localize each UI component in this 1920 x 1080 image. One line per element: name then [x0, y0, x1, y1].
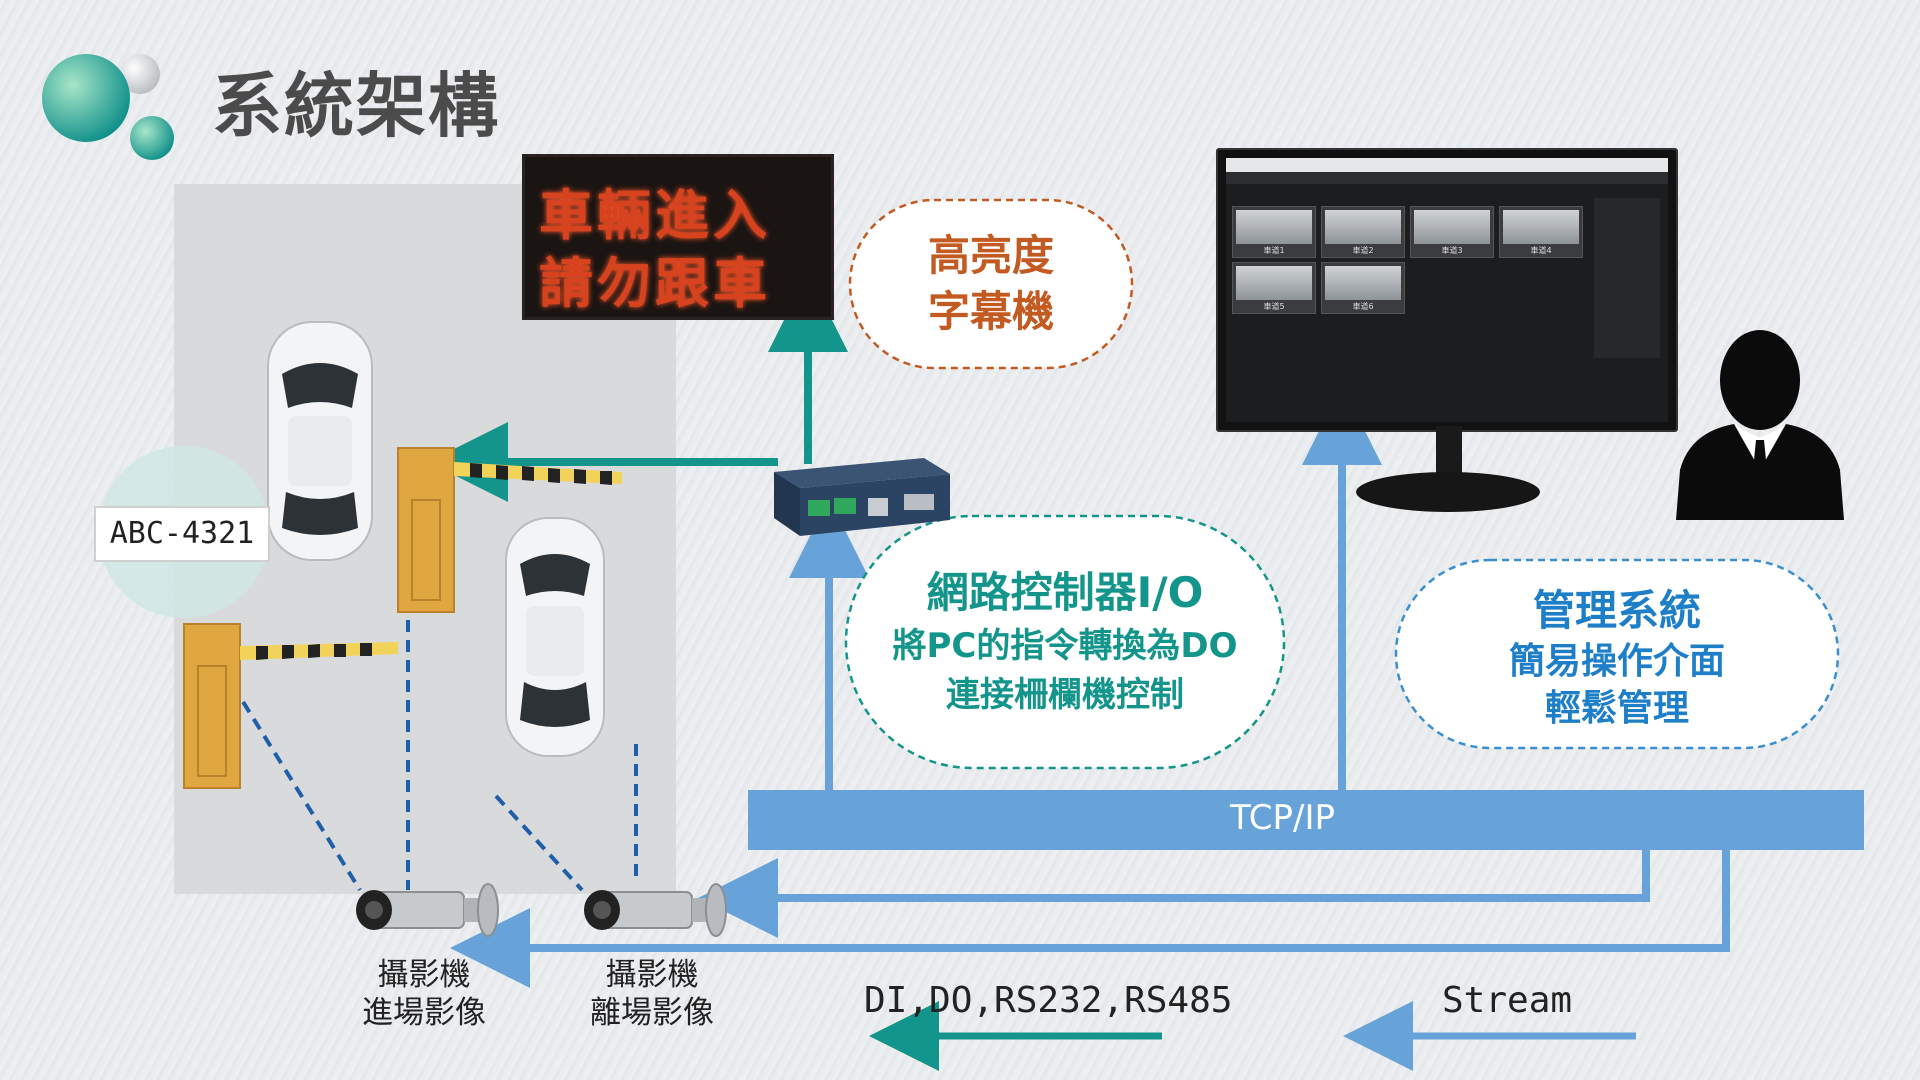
logo-dots [42, 54, 174, 160]
monitor-thumbnail-image [1414, 210, 1490, 244]
monitor-thumbnail-label: 車道4 [1530, 246, 1552, 255]
controller-bubble-line-2: 將PC的指令轉換為DO [892, 626, 1238, 666]
monitor-thumbnail-label: 車道1 [1263, 246, 1285, 255]
led-display-board: 車輛進入 請勿跟車 [522, 154, 834, 320]
monitor-screen [1226, 158, 1668, 422]
car-entering [267, 321, 373, 561]
display-bubble-line-1: 高亮度 [927, 231, 1054, 280]
monitor-app-bar [1226, 172, 1668, 184]
led-text-line-2: 請勿跟車 [539, 252, 771, 315]
monitor-thumbnail-image [1503, 210, 1579, 244]
exit-camera-label: 攝影機 離場影像 [562, 956, 742, 1032]
exit-camera-view-1 [494, 794, 584, 892]
management-bubble-line-1: 管理系統 [1532, 586, 1701, 635]
monitor-thumbnail-label: 車道5 [1263, 302, 1285, 311]
exit-camera-label-line-2: 離場影像 [590, 995, 714, 1031]
barrier-gate-lower [183, 623, 398, 789]
monitor-thumbnail-image [1236, 210, 1312, 244]
monitor-thumbnail[interactable]: 車道5 [1232, 262, 1316, 314]
entry-camera-label-line-2: 進場影像 [362, 995, 486, 1031]
monitor-thumbnail[interactable]: 車道2 [1321, 206, 1405, 258]
controller-bubble-text: 網路控制器I/O 將PC的指令轉換為DO 連接柵欄機控制 [842, 566, 1288, 718]
tcp-ip-label: TCP/IP [1230, 798, 1336, 838]
management-bubble-line-2: 簡易操作介面 [1508, 641, 1725, 682]
display-bubble-text: 高亮度 字幕機 [846, 228, 1136, 340]
monitor-side-panel [1594, 198, 1660, 358]
display-bubble-line-2: 字幕機 [927, 287, 1054, 336]
monitor-thumbnail-label: 車道6 [1352, 302, 1374, 311]
monitor-thumbnail-image [1325, 210, 1401, 244]
stream-to-exit-camera-line [698, 850, 1650, 938]
legend-io-label: DI,DO,RS232,RS485 [864, 980, 1233, 1021]
legend-stream-label: Stream [1442, 980, 1573, 1021]
controller-bubble [844, 514, 1286, 770]
network-io-controller [774, 458, 950, 536]
monitor-thumbnail-label: 車道3 [1441, 246, 1463, 255]
page-title: 系統架構 [212, 65, 500, 147]
controller-bubble-line-3: 連接柵欄機控制 [946, 675, 1184, 715]
car-exiting [505, 517, 605, 757]
entry-camera-label-line-1: 攝影機 [377, 957, 471, 993]
monitor-thumbnail[interactable]: 車道4 [1499, 206, 1583, 258]
barrier-gate-upper [397, 447, 622, 613]
exit-camera [584, 883, 727, 937]
operator-person-icon [1676, 330, 1844, 520]
monitor-thumbnail-image [1325, 266, 1401, 300]
monitor-stand [1356, 426, 1540, 512]
tcp-ip-bus [748, 790, 1864, 850]
management-bubble-text: 管理系統 簡易操作介面 輕鬆管理 [1392, 584, 1842, 732]
monitor-browser-bar [1226, 158, 1668, 172]
stream-to-entry-camera-line [450, 850, 1730, 988]
display-bubble [848, 198, 1134, 370]
monitor-thumbnail[interactable]: 車道6 [1321, 262, 1405, 314]
monitor-thumbnail-image [1236, 266, 1312, 300]
entry-camera-label: 攝影機 進場影像 [334, 956, 514, 1032]
management-bubble [1394, 558, 1840, 750]
monitor-thumbnail[interactable]: 車道1 [1232, 206, 1316, 258]
entry-camera-view-1 [220, 666, 362, 892]
monitor-thumbnail[interactable]: 車道3 [1410, 206, 1494, 258]
monitor-thumbnail-label: 車道2 [1352, 246, 1374, 255]
exit-camera-label-line-1: 攝影機 [605, 957, 699, 993]
led-text-line-1: 車輛進入 [539, 184, 771, 247]
entry-camera [356, 883, 499, 937]
license-plate: ABC-4321 [94, 506, 270, 562]
management-bubble-line-3: 輕鬆管理 [1544, 688, 1689, 729]
controller-bubble-line-1: 網路控制器I/O [926, 568, 1204, 617]
